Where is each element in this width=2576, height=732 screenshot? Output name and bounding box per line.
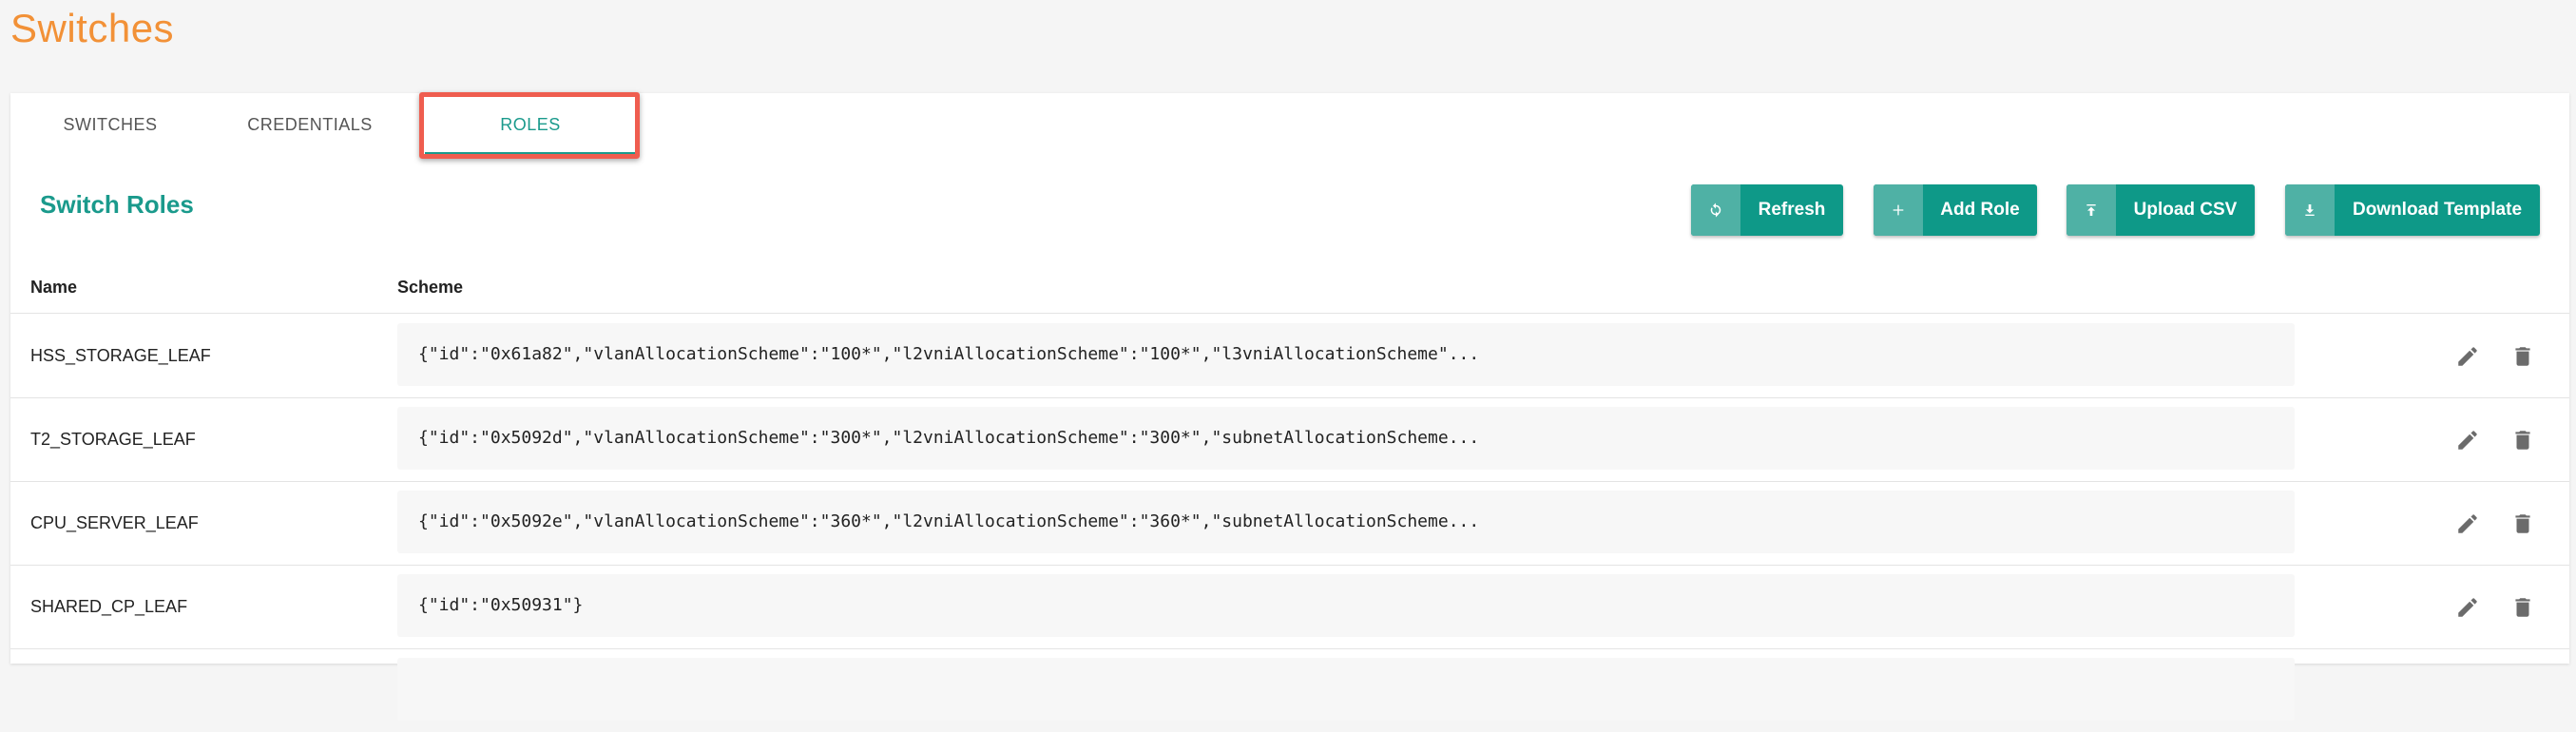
table-row: T2_STORAGE_LEAF {"id":"0x5092d","vlanAll… bbox=[10, 397, 2569, 482]
tab-bar: SWITCHES CREDENTIALS ROLES bbox=[10, 92, 676, 159]
refresh-label: Refresh bbox=[1758, 200, 1826, 220]
upload-csv-label: Upload CSV bbox=[2133, 200, 2238, 220]
scheme-text: {"id":"0x5092d","vlanAllocationScheme":"… bbox=[418, 428, 1480, 448]
trash-icon[interactable] bbox=[2510, 344, 2535, 369]
header-divider bbox=[10, 313, 2569, 314]
add-role-button[interactable]: Add Role bbox=[1874, 184, 2037, 236]
scheme-cell bbox=[397, 658, 2295, 721]
pencil-icon[interactable] bbox=[2455, 511, 2480, 536]
pencil-icon[interactable] bbox=[2455, 344, 2480, 369]
upload-icon bbox=[2067, 184, 2116, 236]
scheme-text: {"id":"0x50931"} bbox=[418, 595, 584, 615]
table-row: HSS_STORAGE_LEAF {"id":"0x61a82","vlanAl… bbox=[10, 314, 2569, 398]
plus-icon bbox=[1874, 184, 1923, 236]
tab-switches[interactable]: SWITCHES bbox=[63, 115, 158, 134]
trash-icon[interactable] bbox=[2510, 511, 2535, 536]
pencil-icon[interactable] bbox=[2455, 595, 2480, 620]
table-row: CPU_SERVER_LEAF {"id":"0x5092e","vlanAll… bbox=[10, 481, 2569, 566]
role-name: HSS_STORAGE_LEAF bbox=[30, 346, 211, 365]
download-icon bbox=[2285, 184, 2335, 236]
page-title: Switches bbox=[10, 6, 175, 50]
scheme-text: {"id":"0x61a82","vlanAllocationScheme":"… bbox=[418, 344, 1480, 364]
upload-csv-button[interactable]: Upload CSV bbox=[2067, 184, 2255, 236]
switches-card: SWITCHES CREDENTIALS ROLES Switch Roles … bbox=[10, 92, 2569, 721]
role-name: CPU_SERVER_LEAF bbox=[30, 513, 199, 532]
trash-icon[interactable] bbox=[2510, 595, 2535, 620]
tab-roles[interactable]: ROLES bbox=[500, 115, 561, 134]
scheme-cell: {"id":"0x5092d","vlanAllocationScheme":"… bbox=[397, 407, 2295, 470]
download-template-label: Download Template bbox=[2352, 200, 2523, 220]
column-header-scheme: Scheme bbox=[397, 278, 464, 297]
role-name: SHARED_CP_LEAF bbox=[30, 597, 188, 616]
add-role-label: Add Role bbox=[1940, 200, 2020, 220]
scheme-cell: {"id":"0x50931"} bbox=[397, 574, 2295, 637]
tab-credentials[interactable]: CREDENTIALS bbox=[247, 115, 373, 134]
trash-icon[interactable] bbox=[2510, 428, 2535, 453]
scheme-cell: {"id":"0x5092e","vlanAllocationScheme":"… bbox=[397, 491, 2295, 553]
column-header-name: Name bbox=[30, 278, 78, 297]
download-template-button[interactable]: Download Template bbox=[2285, 184, 2540, 236]
scheme-text: {"id":"0x5092e","vlanAllocationScheme":"… bbox=[418, 511, 1480, 531]
table-row: SHARED_CP_LEAF {"id":"0x50931"} bbox=[10, 565, 2569, 649]
section-title: Switch Roles bbox=[40, 190, 194, 219]
scheme-cell: {"id":"0x61a82","vlanAllocationScheme":"… bbox=[397, 323, 2295, 386]
table-row-partial bbox=[10, 648, 2569, 732]
active-tab-indicator bbox=[425, 152, 636, 156]
refresh-button[interactable]: Refresh bbox=[1691, 184, 1843, 236]
pencil-icon[interactable] bbox=[2455, 428, 2480, 453]
refresh-icon bbox=[1691, 184, 1740, 236]
role-name: T2_STORAGE_LEAF bbox=[30, 430, 196, 449]
